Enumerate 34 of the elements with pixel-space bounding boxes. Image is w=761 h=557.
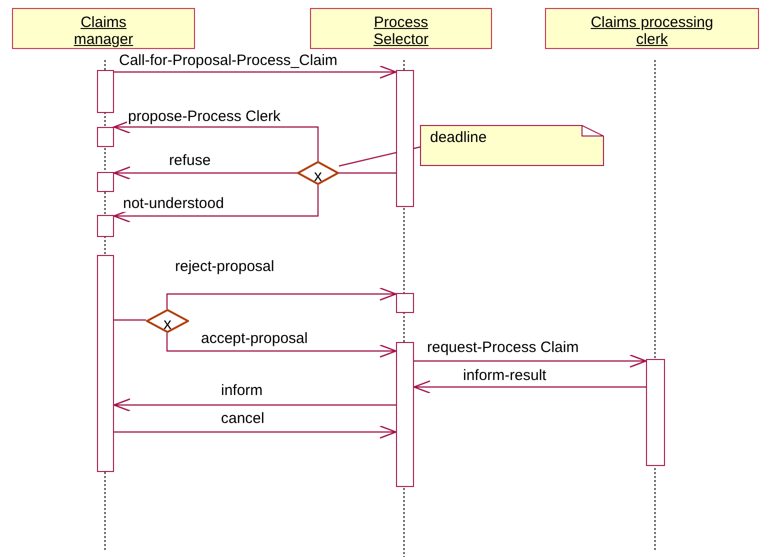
activation-bar <box>396 342 414 487</box>
message-arrow <box>113 185 319 223</box>
message-arrow <box>166 333 397 358</box>
activation-bar <box>646 359 665 466</box>
activation-bar <box>396 70 414 207</box>
lifeline-header: Process Selector <box>310 8 492 49</box>
edge-label: accept-proposal <box>200 331 309 347</box>
edge-label: Call-for-Proposal-Process_Claim <box>118 53 338 69</box>
connector-line <box>339 172 396 174</box>
activation-bar <box>97 172 114 192</box>
message-arrow <box>113 166 297 180</box>
edge-label: not-understood <box>122 196 225 212</box>
message-arrow <box>414 354 647 368</box>
lifeline-header: Claims processing clerk <box>545 8 759 49</box>
edge-label: propose-Process Clerk <box>127 109 282 125</box>
message-arrow <box>114 425 397 439</box>
leader-line <box>338 146 420 167</box>
activation-bar <box>97 215 114 237</box>
connector-line <box>114 319 146 321</box>
note: deadline <box>420 125 604 166</box>
activation-bar <box>97 255 114 472</box>
message-arrow <box>413 380 646 394</box>
lifeline-header: Claims manager <box>12 8 195 49</box>
message-arrow <box>166 287 397 309</box>
activation-bar <box>97 127 114 147</box>
message-arrow <box>114 65 397 79</box>
activation-bar <box>396 293 414 313</box>
decision-diamond: x <box>146 309 189 333</box>
activation-bar <box>97 70 114 113</box>
message-arrow <box>113 120 319 161</box>
message-arrow <box>113 398 396 412</box>
edge-label: request-Process Claim <box>426 340 580 356</box>
edge-label: reject-proposal <box>174 259 276 275</box>
decision-diamond: x <box>297 161 339 185</box>
